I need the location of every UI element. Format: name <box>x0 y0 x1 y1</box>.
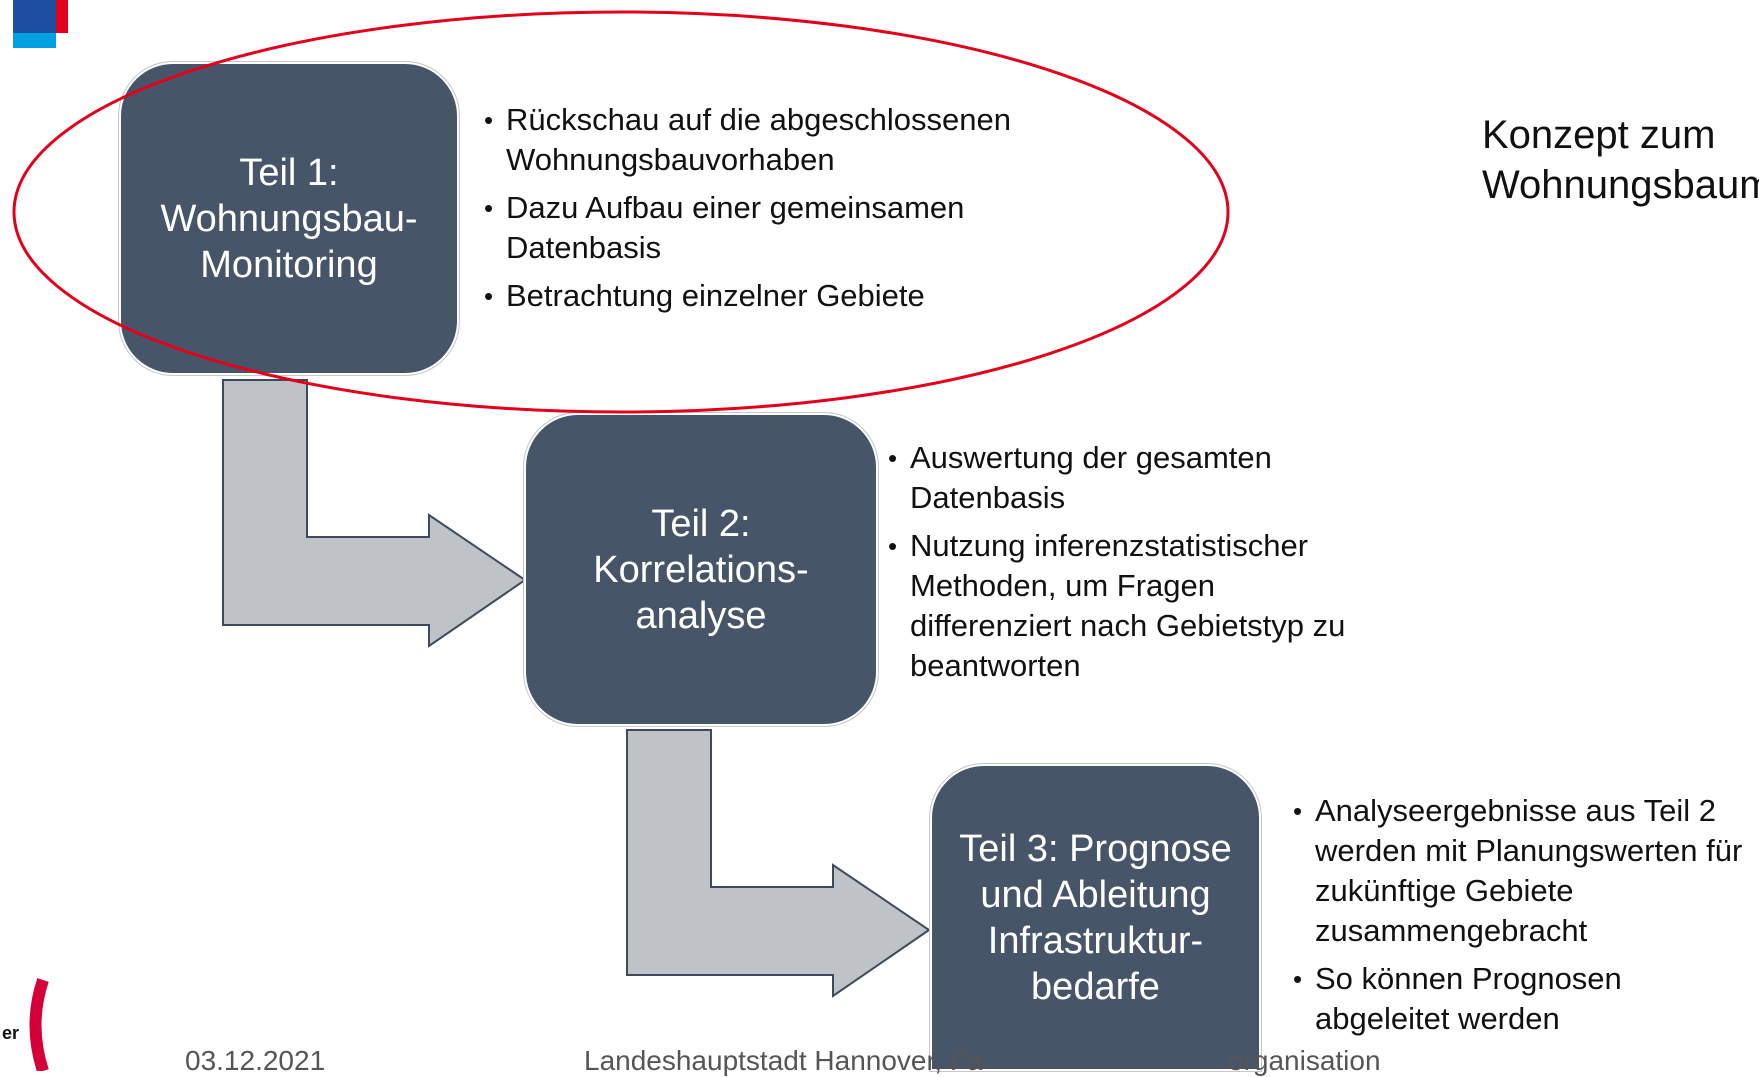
bullet-item: Auswertung der gesamten Datenbasis <box>888 438 1368 518</box>
step-1-bullets: Rückschau auf die abgeschlossenen Wohnun… <box>484 100 1044 324</box>
bullet-item: Dazu Aufbau einer gemeinsamen Datenbasis <box>484 188 1044 268</box>
city-logo-bottom: er <box>0 975 60 1071</box>
step-3-bullets: Analyseergebnisse aus Teil 2 werden mit … <box>1293 791 1759 1047</box>
slide-title: Konzept zum Wohnungsbaum <box>1482 113 1759 207</box>
arrow-1-to-2 <box>222 379 527 648</box>
step-2-label: Teil 2: Korrelations- analyse <box>593 502 809 637</box>
step-3-label: Teil 3: Prognose und Ableitung Infrastru… <box>959 827 1232 1008</box>
step-1-box: Teil 1: Wohnungsbau- Monitoring <box>119 62 459 375</box>
footer-date: 03.12.2021 <box>185 1045 326 1076</box>
logo-text-fragment: er <box>2 1023 20 1043</box>
step-2-box: Teil 2: Korrelations- analyse <box>524 413 878 726</box>
footer-organization-tail: organisation <box>1228 1045 1381 1076</box>
footer-organization: Landeshauptstadt Hannover, Fa <box>584 1045 983 1076</box>
bullet-item: Rückschau auf die abgeschlossenen Wohnun… <box>484 100 1044 180</box>
arrow-2-to-3 <box>626 729 931 998</box>
bullet-item: Betrachtung einzelner Gebiete <box>484 276 1044 316</box>
step-2-bullets: Auswertung der gesamten Datenbasis Nutzu… <box>888 438 1368 694</box>
bullet-item: Nutzung inferenzstatistischer Methoden, … <box>888 526 1368 686</box>
bullet-item: So können Prognosen abgeleitet werden <box>1293 959 1759 1039</box>
step-1-label: Teil 1: Wohnungsbau- Monitoring <box>160 151 418 286</box>
step-3-box: Teil 3: Prognose und Ableitung Infrastru… <box>930 764 1261 1071</box>
bullet-item: Analyseergebnisse aus Teil 2 werden mit … <box>1293 791 1759 951</box>
